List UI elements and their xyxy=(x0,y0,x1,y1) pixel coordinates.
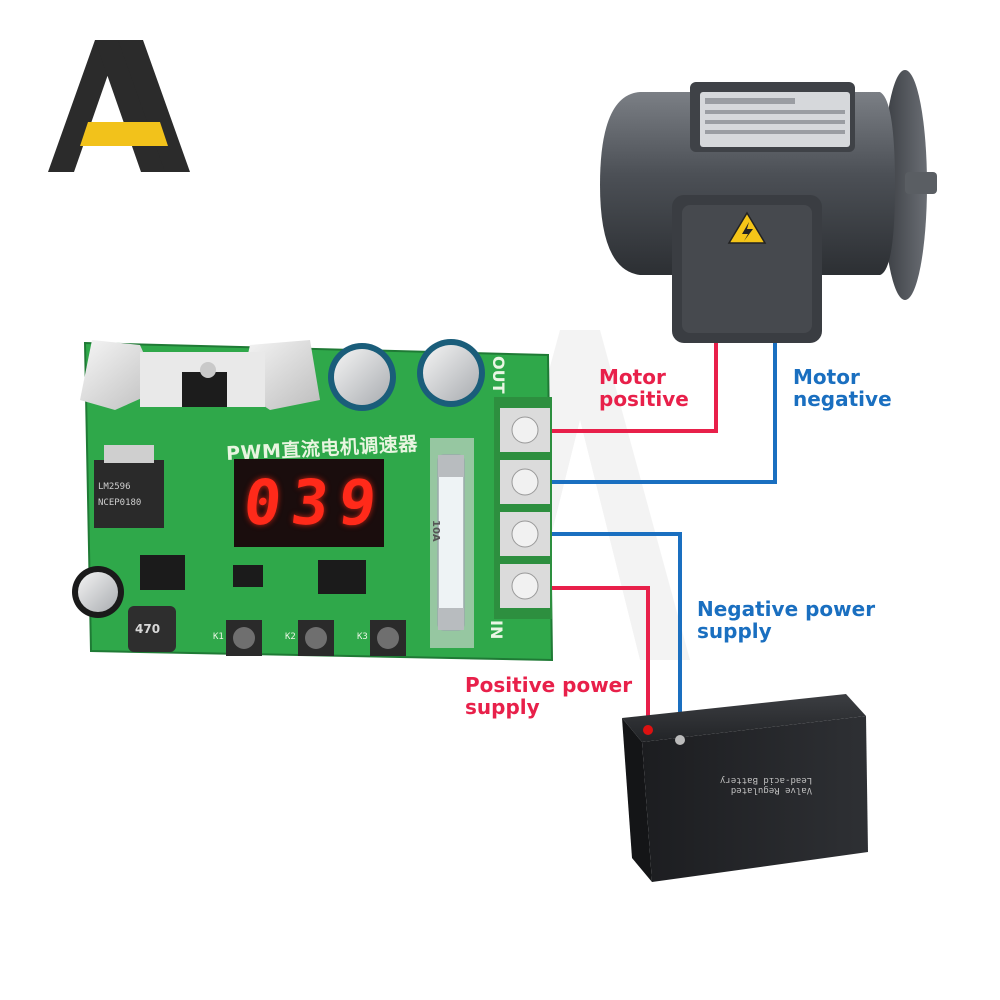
aa-logo-icon xyxy=(48,40,190,172)
mosfet xyxy=(94,460,164,528)
fuse xyxy=(430,438,474,648)
mosfet-label: NCEP0180 xyxy=(98,498,141,508)
motor-negative-label: Motor negative xyxy=(793,366,892,410)
display-value: 039 xyxy=(241,470,390,536)
button-k3-label: K3 xyxy=(357,632,368,642)
inductor-label: 470 xyxy=(135,622,160,636)
button-k1-label: K1 xyxy=(213,632,224,642)
button-k2-label: K2 xyxy=(285,632,296,642)
in-label: IN xyxy=(487,620,506,639)
fuse-label: 10A xyxy=(430,520,441,542)
regulator-label: LM2596 xyxy=(98,482,131,492)
tactile-buttons xyxy=(226,620,406,656)
battery-text: Valve Regulated Lead-acid Battery xyxy=(720,775,812,795)
motor-positive-label: Motor positive xyxy=(599,366,689,410)
positive-power-supply-label: Positive power supply xyxy=(465,674,632,718)
out-label: OUT xyxy=(489,356,508,394)
electric-motor-icon xyxy=(600,70,937,343)
negative-power-supply-label: Negative power supply xyxy=(697,598,875,642)
terminal-block xyxy=(494,397,552,619)
